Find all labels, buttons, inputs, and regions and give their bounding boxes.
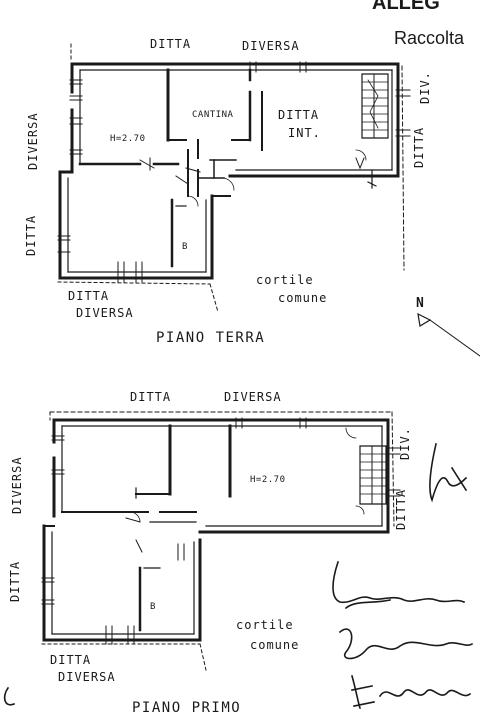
north-label: N [416,296,425,311]
ff-height-label: H=2.70 [250,475,286,485]
gf-left-diversa-label: DIVERSA [26,112,40,170]
gf-bottom-ditta-label: DITTA [68,289,110,303]
ground-floor-plan [57,43,411,313]
ff-comune-label: comune [250,638,300,652]
ff-left-diversa-label: DIVERSA [10,456,24,514]
gf-right-ditta-label: DITTA [412,126,426,168]
gf-bath-label: B [182,242,188,252]
gf-top-diversa-label: DIVERSA [242,39,300,53]
gf-right-div-label: DIV. [418,71,432,104]
signature-scribbles [3,443,474,710]
ff-cortile-label: cortile [236,618,294,632]
ff-bath-label: B [150,602,156,612]
north-arrow-icon [417,312,480,357]
gf-cortile-label: cortile [256,273,314,287]
gf-comune-label: comune [278,291,328,305]
ff-bottom-diversa-label: DIVERSA [58,670,116,684]
first-floor-plan [41,411,401,671]
gf-ditta-int-label-2: INT. [288,126,321,140]
ff-title: PIANO PRIMO [132,700,242,716]
ff-right-ditta-label: DITTA [394,488,408,530]
gf-top-ditta-label: DITTA [150,37,192,51]
gf-left-ditta-label: DITTA [24,214,38,256]
gf-title: PIANO TERRA [156,330,266,346]
gf-cantina-label: CANTINA [192,110,234,120]
document-subheading: Raccolta [394,28,465,48]
ff-top-ditta-label: DITTA [130,390,172,404]
gf-bottom-diversa-label: DIVERSA [76,306,134,320]
gf-height-label: H=2.70 [110,134,146,144]
ff-bottom-ditta-label: DITTA [50,653,92,667]
ff-left-ditta-label: DITTA [8,560,22,602]
ff-top-diversa-label: DIVERSA [224,390,282,404]
gf-ditta-int-label-1: DITTA [278,108,320,122]
ff-right-div-label: DIV. [398,427,412,460]
document-heading: ALLEG [372,0,440,14]
